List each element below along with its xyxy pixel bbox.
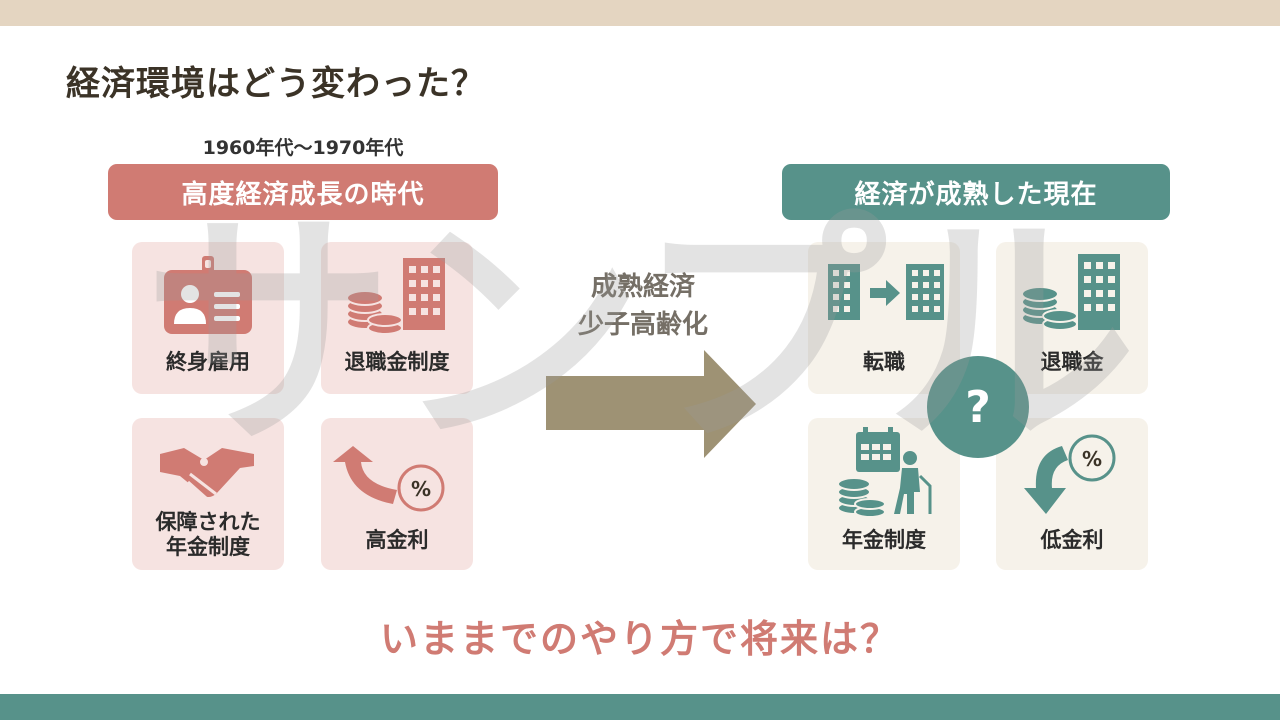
building-transfer-icon bbox=[828, 264, 944, 320]
calendar-elderly-icon bbox=[837, 427, 932, 518]
card-label: 終身雇用 bbox=[166, 350, 250, 374]
card-label: 保障された 年金制度 bbox=[132, 510, 284, 560]
question-mark: ? bbox=[965, 382, 991, 433]
card-guaranteed-pension: 保障された 年金制度 bbox=[132, 418, 284, 570]
card-high-interest: % 高金利 bbox=[321, 418, 473, 570]
closing-question: いままでのやり方で将来は？ bbox=[379, 617, 900, 661]
card-label-line: 保障された bbox=[155, 510, 261, 534]
top-band bbox=[0, 0, 1280, 26]
card-label: 高金利 bbox=[365, 528, 429, 552]
card-label: 転職 bbox=[863, 350, 905, 374]
bottom-band bbox=[0, 694, 1280, 720]
card-label: 低金利 bbox=[1040, 528, 1104, 552]
transition-arrow bbox=[546, 350, 756, 458]
slide-title: 経済環境はどう変わった？ bbox=[66, 64, 486, 104]
percent-label: % bbox=[411, 477, 431, 501]
transition-text: 成熟経済 少子高齢化 bbox=[548, 268, 738, 344]
interest-up-icon: % bbox=[333, 446, 445, 512]
interest-down-icon: % bbox=[1024, 434, 1116, 514]
card-retirement-allowance: 退職金 bbox=[996, 242, 1148, 394]
past-header: 高度経済成長の時代 bbox=[108, 164, 498, 220]
present-header: 経済が成熟した現在 bbox=[782, 164, 1170, 220]
id-badge-icon bbox=[164, 256, 252, 334]
card-label: 年金制度 bbox=[842, 528, 926, 552]
percent-label: % bbox=[1082, 447, 1102, 471]
coins-building-icon bbox=[346, 258, 445, 335]
handshake-icon bbox=[160, 448, 254, 500]
card-retirement-allowance-system: 退職金制度 bbox=[321, 242, 473, 394]
question-circle: ? bbox=[927, 356, 1029, 458]
transition-line: 成熟経済 bbox=[590, 272, 695, 302]
card-label: 退職金制度 bbox=[344, 350, 450, 374]
card-lifetime-employment: 終身雇用 bbox=[132, 242, 284, 394]
card-pension-system: 年金制度 bbox=[808, 418, 960, 570]
card-label: 退職金 bbox=[1040, 350, 1104, 374]
transition-line: 少子高齢化 bbox=[577, 310, 708, 340]
coins-building-icon bbox=[1021, 254, 1120, 331]
era-label: 1960年代～1970年代 bbox=[202, 137, 404, 159]
card-label-line: 年金制度 bbox=[166, 535, 250, 559]
card-low-interest: % 低金利 bbox=[996, 418, 1148, 570]
card-job-change: 転職 bbox=[808, 242, 960, 394]
